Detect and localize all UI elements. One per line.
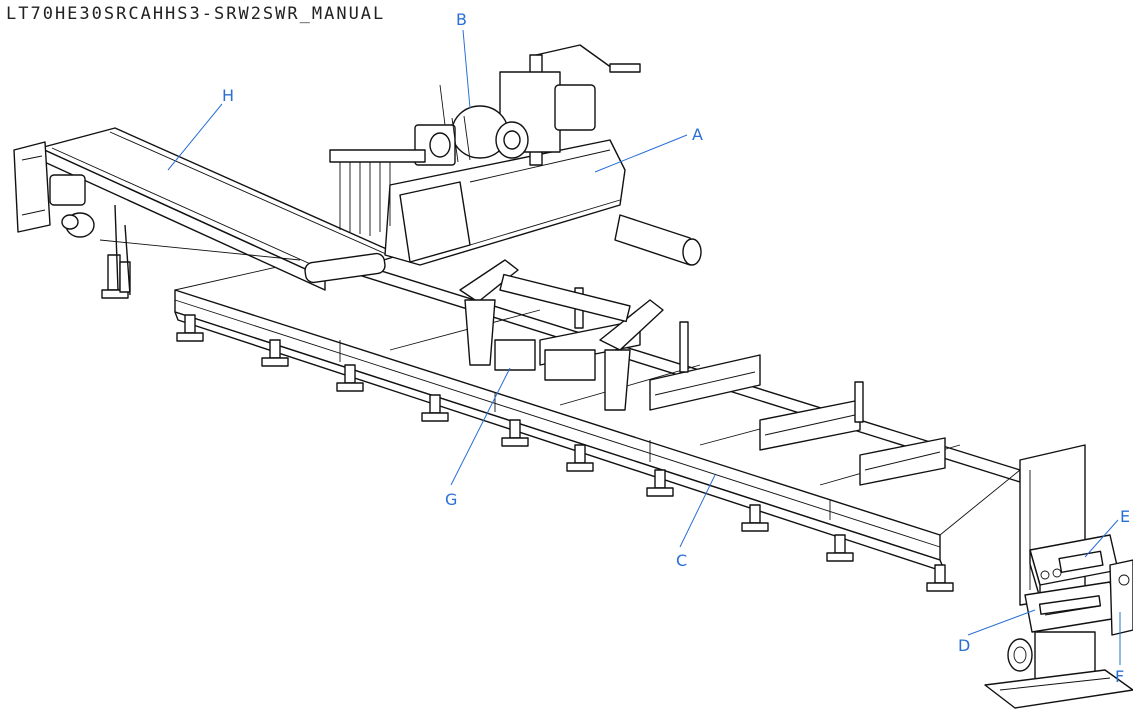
outfeed-conveyor — [13, 127, 401, 296]
callout-c: C — [676, 551, 687, 570]
callout-g: G — [445, 490, 457, 509]
callout-a: A — [692, 125, 703, 144]
callout-b: B — [456, 10, 467, 29]
leader-g — [450, 367, 511, 486]
leader-c — [679, 474, 716, 548]
callout-h: H — [222, 86, 234, 105]
leveling-feet — [101, 254, 954, 592]
control-stand — [984, 444, 1133, 709]
leader-lines — [167, 29, 1121, 665]
head-springs — [329, 149, 426, 236]
leader-h — [167, 103, 223, 171]
drive-motor — [414, 84, 529, 166]
leader-e — [1084, 519, 1119, 558]
saw-head — [384, 44, 702, 266]
leader-b — [462, 29, 471, 109]
callout-e: E — [1120, 507, 1130, 526]
callout-d: D — [958, 636, 970, 655]
callout-labels: A B C D E F G H — [222, 10, 1130, 686]
callout-f: F — [1115, 667, 1124, 686]
document-title: LT70HE30SRCAHHS3-SRW2SWR_MANUAL — [6, 4, 386, 24]
log-clamp-arms — [459, 259, 664, 411]
leader-d — [967, 609, 1036, 636]
leader-a — [594, 134, 688, 173]
